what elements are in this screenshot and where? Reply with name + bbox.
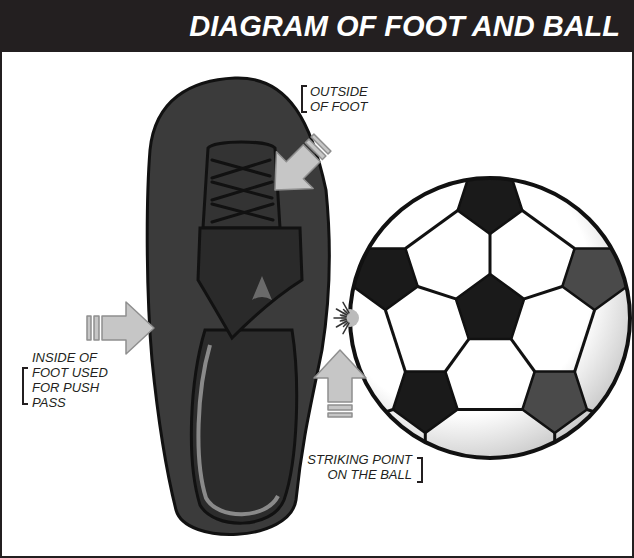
arrow-tail <box>328 405 352 410</box>
impact-burst <box>334 302 359 333</box>
arrow-tail <box>311 134 331 154</box>
burst-rays <box>334 302 349 333</box>
shoe-logo <box>252 276 272 300</box>
seam <box>458 408 523 411</box>
pointer-arrow <box>257 124 341 208</box>
pointer-arrow <box>314 350 366 417</box>
shoe-upper <box>147 78 329 535</box>
seam <box>385 310 405 372</box>
diagram-title: DIAGRAM OF FOOT AND BALL <box>189 0 620 52</box>
ray <box>340 320 346 322</box>
soccer-ball <box>315 140 634 473</box>
ball-outline <box>350 178 630 458</box>
seam <box>445 339 469 371</box>
pentagon <box>393 372 458 434</box>
seam <box>524 287 562 299</box>
seam <box>315 287 353 300</box>
bracket <box>302 86 307 112</box>
header-band <box>0 0 634 52</box>
pentagon <box>456 274 524 339</box>
shoe-lining <box>198 345 278 514</box>
ray <box>340 315 346 317</box>
seam <box>511 339 535 371</box>
pentagon <box>522 372 587 434</box>
shoe-laces <box>212 160 273 222</box>
part-label: OUTSIDE OF FOOT <box>310 84 380 114</box>
seam <box>553 433 556 473</box>
seam <box>418 287 456 299</box>
ray <box>343 302 349 312</box>
arrow-body <box>314 350 366 402</box>
lace <box>212 204 273 222</box>
pointer-arrow <box>87 302 154 354</box>
bracket <box>23 368 28 404</box>
ball-pattern <box>315 140 634 473</box>
ball-pentagons <box>353 173 627 434</box>
ray <box>334 317 346 319</box>
ball-seams <box>315 140 634 473</box>
arrow-tail <box>94 316 99 340</box>
seam <box>489 234 492 274</box>
seam <box>447 140 471 173</box>
shoe-opening <box>191 330 296 523</box>
arrow-tail <box>328 413 352 417</box>
arrow-body <box>257 135 331 209</box>
seam <box>615 216 634 249</box>
seam <box>424 433 427 473</box>
part-label: STRIKING POINT ON THE BALL <box>304 452 412 482</box>
arrow-body <box>102 302 154 354</box>
seam <box>342 216 365 249</box>
seam <box>522 211 574 249</box>
ray <box>336 309 346 315</box>
shoe-tongue <box>203 142 280 228</box>
ray <box>336 321 346 327</box>
bracket <box>417 458 422 482</box>
seam <box>405 211 457 249</box>
arrow-tail <box>87 316 91 340</box>
lace <box>212 182 272 200</box>
shoe-vamp <box>198 228 302 338</box>
shoe <box>147 78 329 535</box>
label-brackets <box>23 86 422 482</box>
ray <box>343 323 349 333</box>
lace <box>212 160 270 178</box>
seam <box>510 140 534 173</box>
part-label: INSIDE OF FOOT USED FOR PUSH PASS <box>32 350 112 410</box>
seam <box>575 310 595 372</box>
